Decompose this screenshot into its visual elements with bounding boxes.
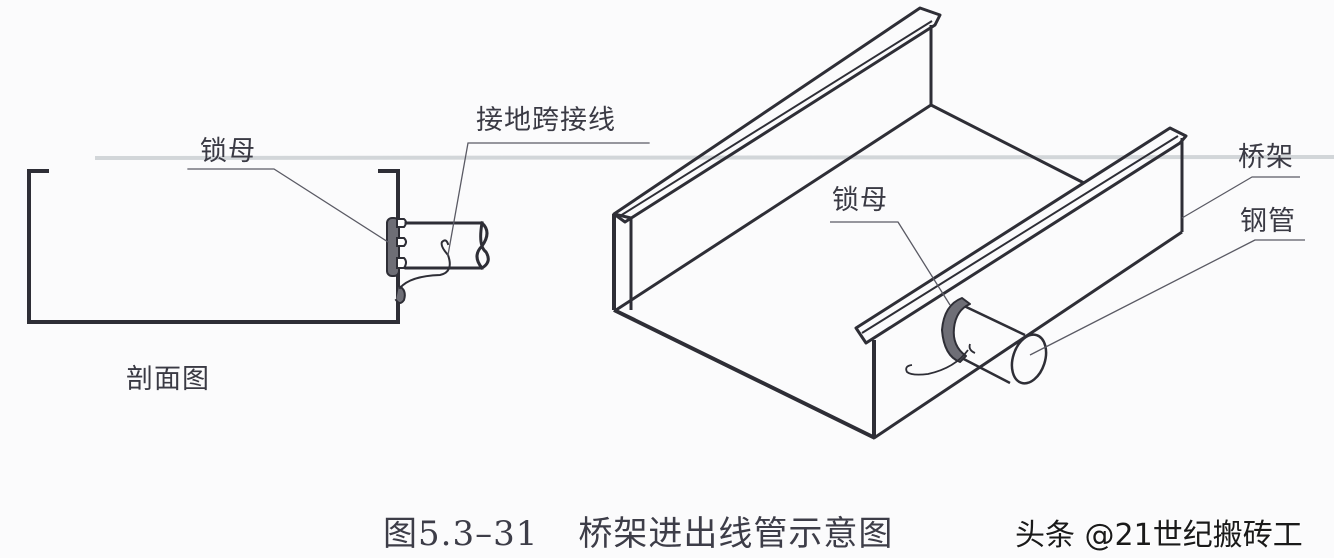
- lock-nut-iso: [941, 297, 971, 363]
- source-watermark: 头条 @21世纪搬砖工: [1015, 518, 1303, 553]
- tray-bottom-edge: [613, 308, 876, 440]
- label-lock-nut-iso: 锁母: [832, 185, 888, 216]
- label-section-view-title: 剖面图: [126, 364, 210, 395]
- label-lock-nut-section: 锁母: [200, 136, 256, 167]
- isometric-view-drawing: [612, 6, 1305, 440]
- label-ground-jumper: 接地跨接线: [476, 105, 616, 136]
- label-cable-tray: 桥架: [1238, 142, 1294, 173]
- pipe-end: [1010, 333, 1048, 385]
- leader-steel-pipe: [1029, 239, 1305, 356]
- figure-number: 图5.3–31: [383, 514, 539, 554]
- leader-lock-nut-right: [830, 221, 951, 306]
- label-steel-pipe: 钢管: [1240, 206, 1296, 237]
- near-flange: [854, 126, 1188, 345]
- figure-title: 桥架进出线管示意图: [578, 514, 894, 554]
- ground-jumper-wire: [398, 239, 451, 290]
- section-view-drawing: [27, 142, 650, 324]
- figure-caption: 图5.3–31 桥架进出线管示意图: [383, 506, 893, 555]
- leader-cable-tray: [1181, 176, 1300, 219]
- pipe-break-symbol: [475, 220, 490, 270]
- ground-jumper-wire-iso: [905, 343, 976, 376]
- leader-ground-jumper: [447, 142, 650, 256]
- steel-pipe: [955, 303, 1026, 385]
- far-flange: [612, 6, 942, 224]
- leader-lock-nut-left: [187, 168, 389, 243]
- tray-section-outline: [27, 169, 400, 324]
